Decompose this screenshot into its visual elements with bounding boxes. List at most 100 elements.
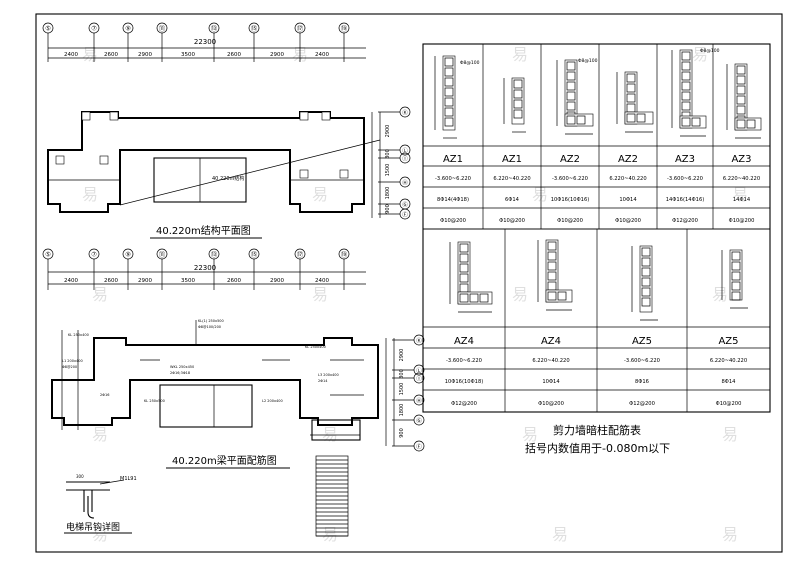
column-elevation: 6.220~40.220 <box>609 176 646 182</box>
plan-bottom-right-axis-label: Ⓗ <box>416 397 422 405</box>
plan-bottom-right-dim: 2900 <box>399 349 405 362</box>
svg-text:KL 250x400: KL 250x400 <box>305 345 326 349</box>
plan-top-right-axis-label: Ⓕ <box>402 211 408 219</box>
plan-bottom-right-axis-bubble <box>413 364 425 376</box>
plan-bottom-axis-label: ⑬ <box>211 251 218 259</box>
plan-bottom-span-dim: 3500 <box>181 278 195 284</box>
plan-top-title: 40.220m结构平面图 <box>156 224 251 237</box>
column-stirrup: Φ10@200 <box>557 218 583 224</box>
svg-text:2Φ16;3Φ18: 2Φ16;3Φ18 <box>170 371 190 375</box>
plan-top-right-dim: 1500 <box>385 164 391 177</box>
plan-top-right-axis-bubble <box>399 176 411 188</box>
plan-bottom-span-dim: 2600 <box>104 278 118 284</box>
elevator-hook-detail: M1L91 300 电梯吊钩详图 <box>64 474 137 534</box>
plan-top-total-dim: 22300 <box>194 38 216 46</box>
column-rebar: 8Φ16 <box>635 379 649 385</box>
plan-top-right-axis-bubble <box>399 152 411 164</box>
plan-top-right-axis-label: Ⓘ <box>402 155 408 163</box>
column-elevation: -3.600~6.220 <box>624 358 660 364</box>
column-name: AZ2 <box>560 154 580 165</box>
column-name: AZ3 <box>731 154 751 165</box>
column-rebar: 14Φ16(14Φ16) <box>666 197 705 203</box>
svg-text:L1 200x400: L1 200x400 <box>62 359 83 363</box>
plan-top-right-axis-bubble <box>399 144 411 156</box>
column-rebar: 10Φ14 <box>619 197 637 203</box>
watermark-mark: 易 <box>692 45 708 64</box>
detail-label: M1L91 <box>120 476 137 482</box>
svg-text:2Φ16: 2Φ16 <box>100 393 109 397</box>
plan-top-right-axis-label: Ⓖ <box>402 201 408 209</box>
plan-bottom-right-axis-bubble <box>413 372 425 384</box>
watermark-mark: 易 <box>82 185 98 204</box>
watermark-mark: 易 <box>92 285 108 304</box>
watermark-mark: 易 <box>92 425 108 444</box>
plan-top-right-dim: 300 <box>385 149 391 159</box>
plan-bottom-span-dim: 2400 <box>64 278 78 284</box>
plan-top-right-axis-bubble <box>399 106 411 118</box>
watermark-mark: 易 <box>322 525 338 544</box>
column-stirrup: Φ10@200 <box>440 218 466 224</box>
column-elevation: 6.220~40.220 <box>532 358 569 364</box>
column-elevation: 6.220~40.220 <box>493 176 530 182</box>
column-rebar: 10Φ16(10Φ16) <box>551 197 590 203</box>
column-name: AZ5 <box>632 336 652 347</box>
watermark-layer: 易易易易易易易易易易易易易易易易易易易易 <box>82 45 748 544</box>
detail-title: 电梯吊钩详图 <box>66 521 120 533</box>
column-elevation: 6.220~40.220 <box>723 176 760 182</box>
svg-text:Φ8@100: Φ8@100 <box>700 48 720 54</box>
plan-top-right-dim: 1800 <box>385 187 391 200</box>
plan-top-span-dim: 2400 <box>64 52 78 58</box>
watermark-mark: 易 <box>82 45 98 64</box>
plan-top-axis-label: ⑰ <box>297 25 304 33</box>
column-name: AZ1 <box>443 154 463 165</box>
column-name: AZ1 <box>502 154 522 165</box>
plan-bottom-right-dim: 900 <box>399 428 405 438</box>
column-elevation: 6.220~40.220 <box>710 358 747 364</box>
column-name: AZ3 <box>675 154 695 165</box>
column-stirrup: Φ10@200 <box>716 401 742 407</box>
plan-bottom-axis-label: ⑤ <box>45 251 51 259</box>
column-rebar: 8Φ14(4Φ18) <box>437 197 469 203</box>
watermark-mark: 易 <box>512 45 528 64</box>
plan-bottom-right-axis-bubble <box>413 394 425 406</box>
column-elevation: -3.600~6.220 <box>435 176 471 182</box>
watermark-mark: 易 <box>732 185 748 204</box>
plan-bottom-right-axis-label: Ⓖ <box>416 417 422 425</box>
plan-top-span-dim: 2600 <box>227 52 241 58</box>
svg-text:L2 200x400: L2 200x400 <box>262 399 283 403</box>
column-rebar: 10Φ14 <box>542 379 560 385</box>
plan-bottom-right-axis-label: Ⓘ <box>416 375 422 383</box>
plan-bottom-right-axis-bubble <box>413 414 425 426</box>
svg-text:Φ8@100/200: Φ8@100/200 <box>198 325 221 329</box>
plan-bottom-axis-label: ⑰ <box>297 251 304 259</box>
plan-top-right-axis-label: Ⓗ <box>402 179 408 187</box>
table-note: 括号内数值用于-0.080m以下 <box>525 441 670 455</box>
plan-top-axis-label: ⑮ <box>251 25 258 33</box>
watermark-mark: 易 <box>322 425 338 444</box>
plan-bottom-right-axis-bubble <box>413 440 425 452</box>
column-rebar: 6Φ14 <box>505 197 520 203</box>
plan-bottom-right-axis-label: Ⓛ <box>416 367 422 375</box>
column-stirrup: Φ10@200 <box>499 218 525 224</box>
plan-top-right-dim: 900 <box>385 204 391 214</box>
column-stirrup: Φ12@200 <box>629 401 655 407</box>
plan-top-span-dim: 2600 <box>104 52 118 58</box>
svg-text:KL 250x500: KL 250x500 <box>144 399 165 403</box>
column-stirrup: Φ10@200 <box>729 218 755 224</box>
watermark-mark: 易 <box>552 525 568 544</box>
plan-top-axis-label: ⑨ <box>125 25 131 33</box>
plan-bottom-axis-label: ⑪ <box>159 251 166 259</box>
watermark-mark: 易 <box>722 425 738 444</box>
plan-top-span-dim: 2400 <box>315 52 329 58</box>
plan-bottom-axis-label: ⑮ <box>251 251 258 259</box>
table-title: 剪力墙暗柱配筋表 <box>553 423 641 437</box>
column-stirrup: Φ10@200 <box>615 218 641 224</box>
